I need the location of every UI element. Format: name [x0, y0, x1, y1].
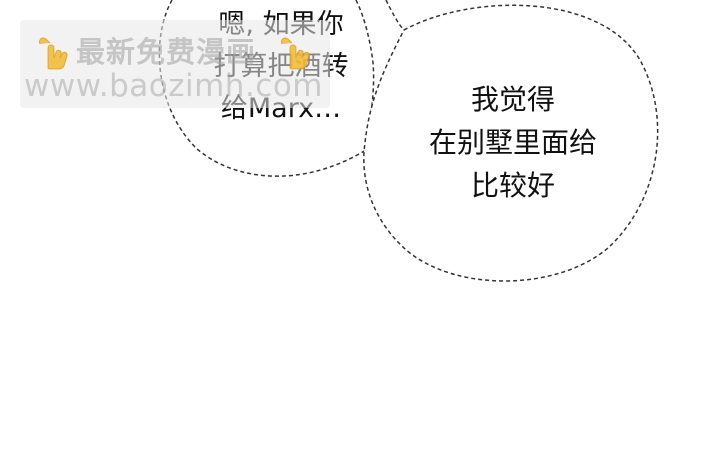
- watermark-url: www.baozimh.com: [24, 68, 324, 104]
- speech-bubble-right: [363, 4, 659, 282]
- speech-bubble-left-tail: [385, 0, 405, 31]
- speech-line: 我觉得: [470, 83, 555, 116]
- pointing-hand-icon: [39, 37, 68, 70]
- pointing-hand-icon: [281, 37, 310, 70]
- speech-line: 在别墅里面给: [428, 126, 597, 159]
- watermark: [20, 20, 330, 108]
- speech-bubble-right-text: 我觉得 在别墅里面给 比较好: [398, 78, 628, 207]
- watermark-title: 最新免费漫画: [76, 35, 257, 69]
- speech-line: 比较好: [470, 169, 555, 202]
